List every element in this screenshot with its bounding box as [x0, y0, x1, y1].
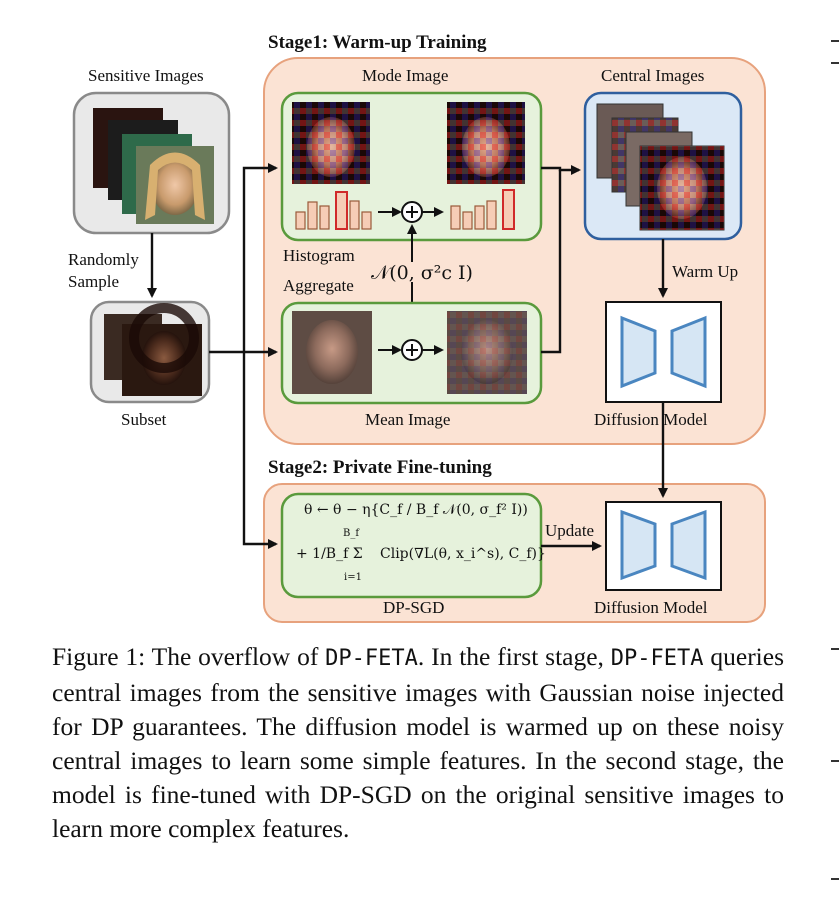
histogram-left [295, 191, 372, 230]
caption-part2: . In the first stage, [417, 642, 611, 671]
sensitive-images-label: Sensitive Images [88, 66, 204, 85]
formula-line2-prefix: + 1/B_f Σ [296, 546, 363, 562]
randomly-sample-label-line2: Sample [68, 272, 119, 291]
central-images-stack [596, 103, 725, 231]
update-label: Update [545, 521, 595, 540]
margin-tick [831, 40, 839, 42]
histogram-label: Histogram [283, 246, 355, 265]
randomly-sample-label-line1: Randomly [68, 250, 139, 269]
margin-tick [831, 760, 839, 762]
caption-method-name: DP-FETA [325, 646, 418, 671]
noise-label: 𝒩(0, σ²c I) [371, 262, 473, 284]
subset-label: Subset [121, 410, 167, 429]
formula-line2-body: Clip(∇L(θ, x_i^s), C_f)} [380, 546, 546, 562]
margin-tick [831, 62, 839, 64]
caption-prefix: Figure 1: The overflow of [52, 642, 326, 671]
sensitive-images-stack [93, 108, 214, 224]
subset-stack [104, 303, 202, 396]
figure-diagram [72, 57, 766, 623]
diffusion-model-label-2: Diffusion Model [594, 598, 708, 617]
histogram-right [450, 189, 515, 230]
stage2-title: Stage2: Private Fine-tuning [268, 457, 492, 478]
stage1-title: Stage1: Warm-up Training [268, 32, 487, 53]
diffusion-model-icon-1 [620, 315, 707, 389]
warm-up-label: Warm Up [672, 262, 739, 281]
caption-method-name: DP-FETA [610, 646, 704, 671]
mean-image-label: Mean Image [365, 410, 451, 429]
sum-lower: i=1 [344, 572, 362, 583]
formula-line1: θ ← θ − η{C_f / B_f 𝒩(0, σ_f² I)) [304, 502, 528, 518]
mean-image-right [447, 311, 527, 394]
aggregate-label: Aggregate [283, 276, 354, 295]
dpsgd-label: DP-SGD [383, 598, 445, 617]
mode-image-label: Mode Image [362, 66, 449, 85]
connectors [147, 163, 668, 551]
caption-part3: queries central images from the sensitiv… [52, 642, 785, 843]
diffusion-model-icon-2 [620, 509, 707, 581]
figure-caption: Figure 1: The overflow of DP-FETA. In th… [52, 640, 784, 846]
sum-upper: B_f [343, 528, 360, 539]
margin-tick [831, 878, 839, 880]
diffusion-model-label-1: Diffusion Model [594, 410, 708, 429]
margin-tick [831, 648, 839, 650]
central-images-label: Central Images [601, 66, 705, 85]
mode-image-left [292, 102, 370, 184]
mode-image-right [447, 102, 525, 184]
mean-image-left [292, 311, 372, 394]
